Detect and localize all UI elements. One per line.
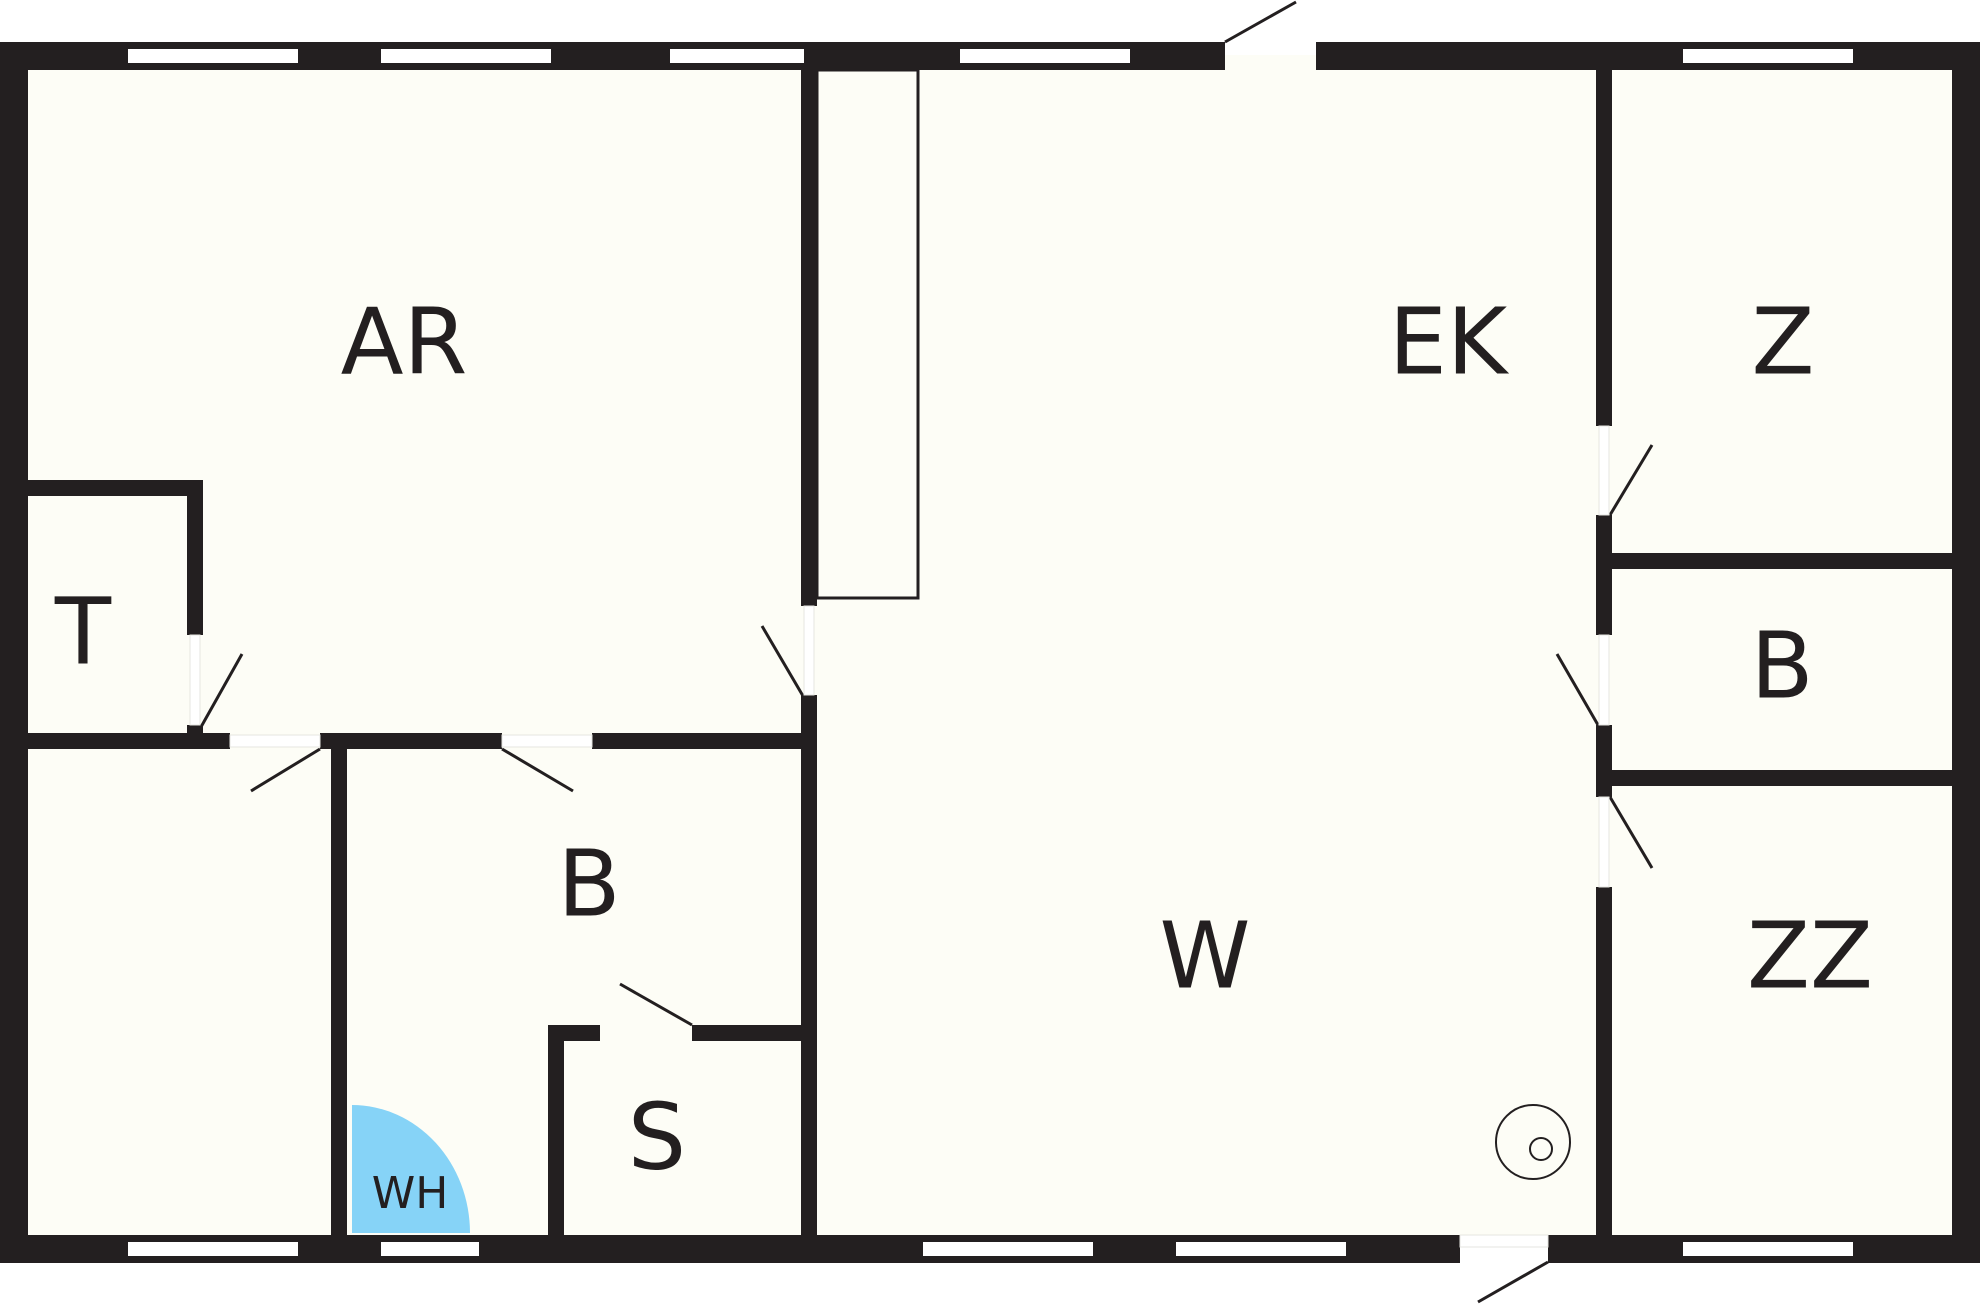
room-label-zz: ZZ (1747, 902, 1873, 1009)
floor-area (14, 55, 1964, 1241)
built-in-cabinet (815, 68, 920, 600)
room-label-t: T (54, 578, 112, 685)
room-label-z: Z (1751, 288, 1814, 395)
door-swing-icon (199, 0, 1654, 1304)
door-frames (189, 425, 1610, 1248)
floor-drain-icon (1495, 1104, 1571, 1180)
water-heater-icon (352, 1105, 470, 1233)
room-label-b-right: B (1750, 612, 1813, 719)
interior-walls (28, 56, 1952, 1240)
outer-walls (0, 42, 1980, 1263)
room-label-ar: AR (341, 288, 468, 395)
room-label-ek: EK (1389, 288, 1510, 395)
window-icon (128, 49, 1853, 1256)
room-label-s: S (628, 1083, 686, 1190)
room-label-wh: WH (372, 1168, 449, 1219)
room-label-b-left: B (557, 830, 620, 937)
room-label-w: W (1160, 902, 1251, 1009)
